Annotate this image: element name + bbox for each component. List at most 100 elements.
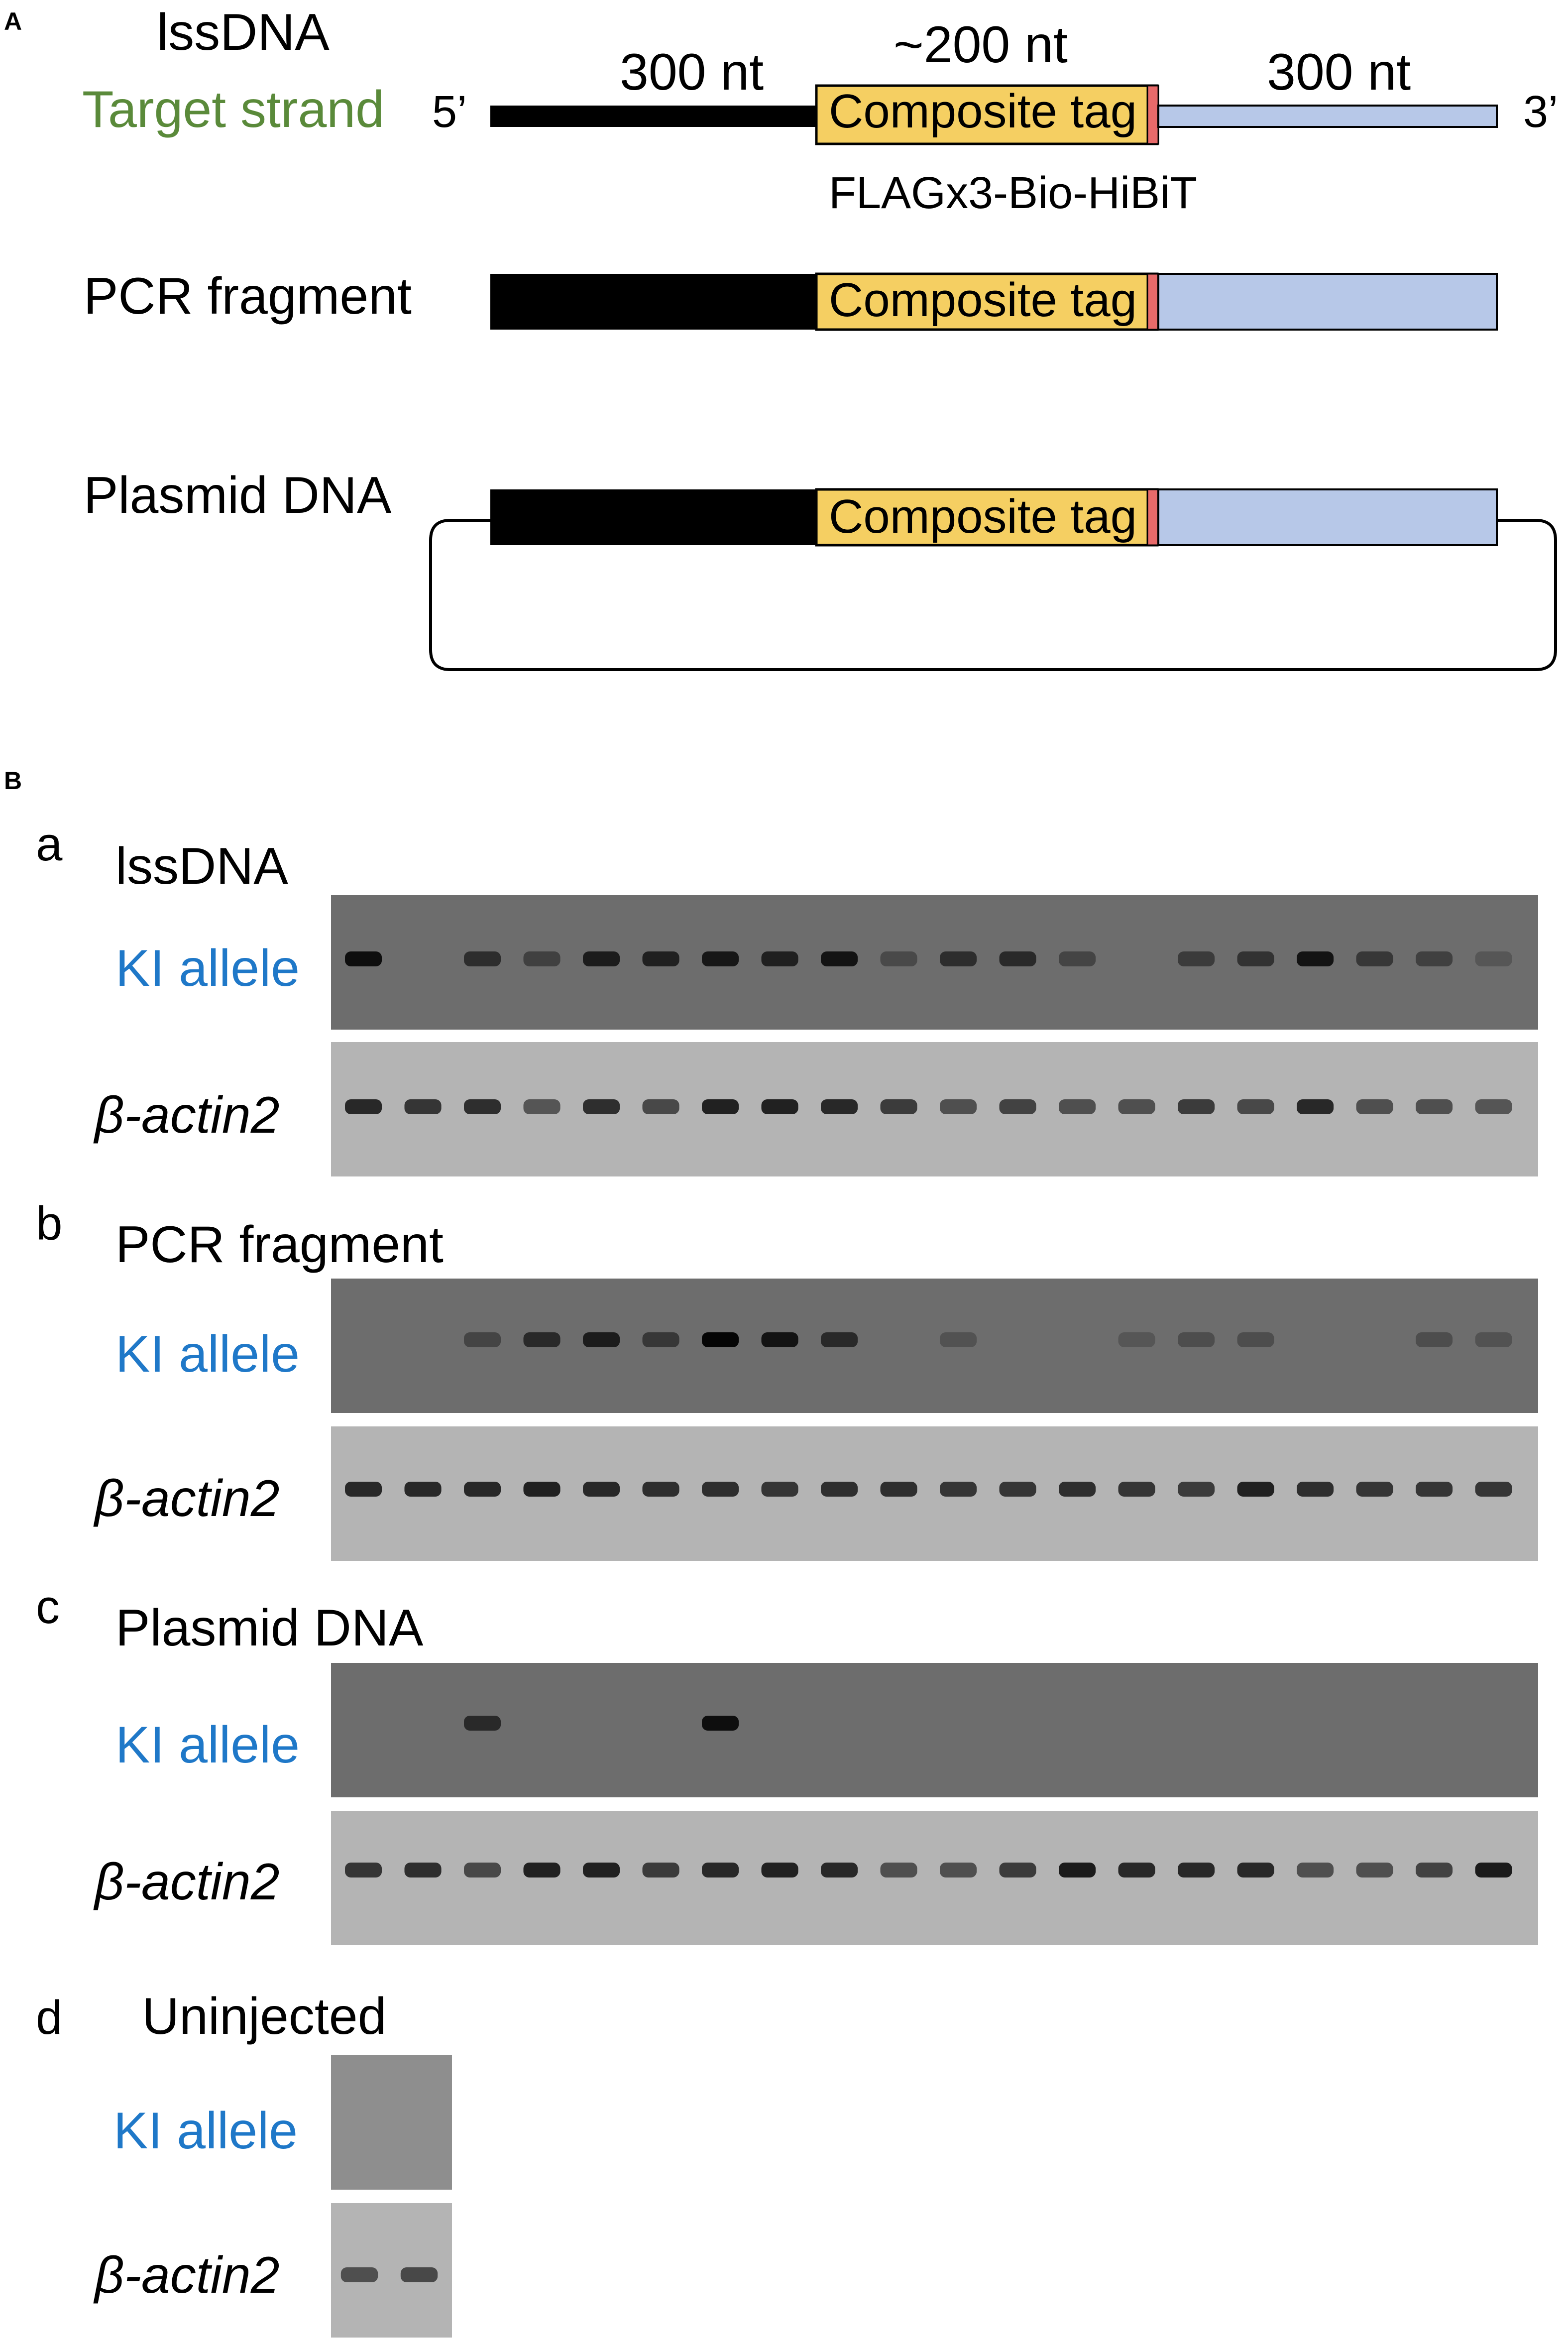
subpanel-c-actin-band-lane-19 bbox=[1416, 1863, 1453, 1877]
subpanel-b-actin-band-lane-19 bbox=[1416, 1482, 1453, 1497]
plasmid-dna-title: Plasmid DNA bbox=[84, 467, 392, 524]
subpanel-c-actin-band-lane-8 bbox=[761, 1863, 798, 1877]
subpanel-c-actin-band-lane-20 bbox=[1475, 1863, 1512, 1877]
pcr-composite-tag-box bbox=[815, 272, 1159, 331]
lssdna-right-homology-arm bbox=[1157, 105, 1498, 128]
right-arm-length-label: 300 nt bbox=[1267, 43, 1411, 101]
lssdna-tag-label: Composite tag bbox=[829, 85, 1137, 138]
lssdna-composite-tag-box bbox=[815, 84, 1159, 145]
pcr-tag-label: Composite tag bbox=[829, 273, 1137, 327]
subpanel-b-ki-band-lane-14 bbox=[1118, 1332, 1155, 1347]
subpanel-a-letter: a bbox=[36, 818, 63, 871]
subpanel-b-actin-band-lane-14 bbox=[1118, 1482, 1155, 1497]
subpanel-c-actin-band-lane-12 bbox=[999, 1863, 1036, 1877]
subpanel-a-actin-band-lane-19 bbox=[1416, 1099, 1453, 1114]
pcr-tag-marker bbox=[1146, 273, 1159, 331]
subpanel-a-ki-band-lane-18 bbox=[1356, 951, 1393, 966]
subpanel-d-ki-label: KI allele bbox=[113, 2102, 298, 2160]
subpanel-a-actin-band-lane-1 bbox=[345, 1099, 382, 1114]
subpanel-a-ki-band-lane-9 bbox=[821, 951, 858, 966]
subpanel-a-ki-band-lane-13 bbox=[1059, 951, 1096, 966]
plasmid-tag-marker bbox=[1146, 488, 1159, 546]
subpanel-a-actin-band-lane-2 bbox=[404, 1099, 442, 1114]
subpanel-c-actin-band-lane-5 bbox=[583, 1863, 620, 1877]
three-prime-end-label: 3’ bbox=[1523, 87, 1558, 137]
subpanel-a-ki-band-lane-20 bbox=[1475, 951, 1512, 966]
left-arm-length-label: 300 nt bbox=[620, 43, 764, 101]
subpanel-c-actin-band-lane-14 bbox=[1118, 1863, 1155, 1877]
subpanel-c-actin-band-lane-6 bbox=[642, 1863, 679, 1877]
subpanel-a-actin-band-lane-10 bbox=[880, 1099, 917, 1114]
subpanel-b-actin-band-lane-16 bbox=[1237, 1482, 1274, 1497]
subpanel-c-letter: c bbox=[36, 1580, 60, 1634]
subpanel-a-actin-band-lane-12 bbox=[999, 1099, 1036, 1114]
subpanel-a-actin-band-lane-7 bbox=[702, 1099, 739, 1114]
subpanel-a-ki-band-lane-5 bbox=[583, 951, 620, 966]
subpanel-b-actin-band-lane-4 bbox=[523, 1482, 560, 1497]
tag-length-label: ~200 nt bbox=[894, 16, 1068, 74]
tag-detail-label: FLAGx3-Bio-HiBiT bbox=[829, 168, 1197, 218]
subpanel-a-actin-band-lane-17 bbox=[1297, 1099, 1334, 1114]
subpanel-d-actin-band-lane-2 bbox=[400, 2267, 438, 2282]
subpanel-b-actin-band-lane-3 bbox=[464, 1482, 501, 1497]
subpanel-b-ki-band-lane-3 bbox=[464, 1332, 501, 1347]
subpanel-b-ki-gel bbox=[331, 1279, 1538, 1413]
subpanel-b-ki-band-lane-5 bbox=[583, 1332, 620, 1347]
subpanel-a-actin-band-lane-13 bbox=[1059, 1099, 1096, 1114]
lssdna-left-homology-arm bbox=[490, 106, 816, 127]
subpanel-d-actin-bands bbox=[340, 2267, 438, 2282]
subpanel-a-actin-band-lane-3 bbox=[464, 1099, 501, 1114]
subpanel-b-actin-band-lane-7 bbox=[702, 1482, 739, 1497]
subpanel-a-actin-band-lane-18 bbox=[1356, 1099, 1393, 1114]
subpanel-a-actin-bands bbox=[345, 1099, 1512, 1114]
subpanel-b-actin-band-lane-13 bbox=[1059, 1482, 1096, 1497]
subpanel-a-actin-band-lane-9 bbox=[821, 1099, 858, 1114]
subpanel-c-ki-band-lane-7 bbox=[702, 1716, 739, 1731]
subpanel-b-actin-band-lane-6 bbox=[642, 1482, 679, 1497]
subpanel-a-actin-band-lane-11 bbox=[940, 1099, 977, 1114]
subpanel-b-actin-band-lane-8 bbox=[761, 1482, 798, 1497]
subpanel-c-actin-band-lane-10 bbox=[880, 1863, 917, 1877]
subpanel-b-actin-bands bbox=[345, 1482, 1512, 1497]
five-prime-end-label: 5’ bbox=[432, 87, 467, 137]
subpanel-b-ki-band-lane-19 bbox=[1416, 1332, 1453, 1347]
lssdna-title: lssDNA bbox=[157, 3, 330, 61]
subpanel-d-letter: d bbox=[36, 1991, 62, 2044]
subpanel-a-ki-band-lane-6 bbox=[642, 951, 679, 966]
subpanel-d-actin-band-lane-1 bbox=[340, 2267, 378, 2282]
subpanel-c-actin-band-lane-11 bbox=[940, 1863, 977, 1877]
subpanel-c-actin-band-lane-9 bbox=[821, 1863, 858, 1877]
subpanel-c-ki-label: KI allele bbox=[115, 1716, 300, 1774]
subpanel-c-actin-band-lane-7 bbox=[702, 1863, 739, 1877]
subpanel-c-actin-band-lane-17 bbox=[1297, 1863, 1334, 1877]
subpanel-c-actin-bands bbox=[345, 1863, 1512, 1877]
subpanel-b-ki-band-lane-20 bbox=[1475, 1332, 1512, 1347]
subpanel-b-ki-band-lane-8 bbox=[761, 1332, 798, 1347]
panel-a-letter: A bbox=[4, 7, 22, 35]
subpanel-a-ki-band-lane-4 bbox=[523, 951, 560, 966]
subpanel-a-ki-bands bbox=[345, 951, 1512, 966]
plasmid-backbone-loop bbox=[429, 519, 1557, 671]
subpanel-c-ki-bands bbox=[464, 1716, 739, 1731]
subpanel-a-ki-band-lane-12 bbox=[999, 951, 1036, 966]
subpanel-a-title: lssDNA bbox=[115, 837, 288, 895]
subpanel-a-actin-band-lane-4 bbox=[523, 1099, 560, 1114]
subpanel-b-actin-band-lane-11 bbox=[940, 1482, 977, 1497]
subpanel-b-actin-band-lane-5 bbox=[583, 1482, 620, 1497]
subpanel-c-ki-gel bbox=[331, 1663, 1538, 1797]
subpanel-b-actin-band-lane-15 bbox=[1178, 1482, 1215, 1497]
subpanel-a-ki-band-lane-3 bbox=[464, 951, 501, 966]
subpanel-a-ki-band-lane-19 bbox=[1416, 951, 1453, 966]
subpanel-b-ki-band-lane-7 bbox=[702, 1332, 739, 1347]
subpanel-c-actin-band-lane-2 bbox=[404, 1863, 442, 1877]
subpanel-c-actin-band-lane-3 bbox=[464, 1863, 501, 1877]
subpanel-c-actin-band-lane-18 bbox=[1356, 1863, 1393, 1877]
pcr-fragment-title: PCR fragment bbox=[84, 267, 412, 325]
subpanel-c-actin-band-lane-16 bbox=[1237, 1863, 1274, 1877]
subpanel-a-ki-band-lane-16 bbox=[1237, 951, 1274, 966]
subpanel-c-actin-band-lane-1 bbox=[345, 1863, 382, 1877]
subpanel-b-actin-band-lane-17 bbox=[1297, 1482, 1334, 1497]
plasmid-composite-tag-box bbox=[815, 488, 1159, 547]
subpanel-b-ki-band-lane-11 bbox=[940, 1332, 977, 1347]
